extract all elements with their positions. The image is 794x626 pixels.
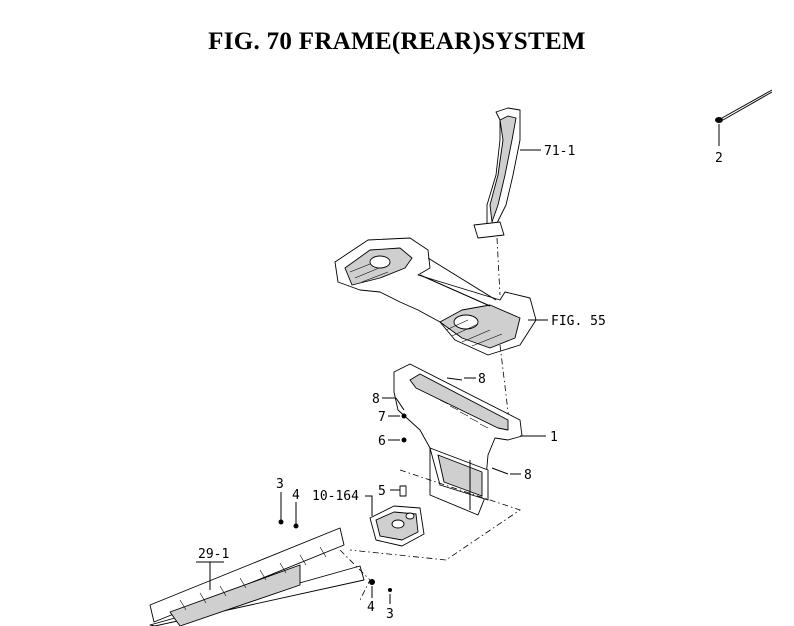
callout-7: 7 (378, 410, 386, 425)
callout-8-top: 8 (478, 372, 486, 387)
callout-29-1: 29-1 (198, 547, 229, 562)
part-1-bracket (349, 363, 546, 561)
part-71-1-post (473, 107, 541, 296)
callout-3-bottom: 3 (386, 607, 394, 622)
callout-2: 2 (715, 151, 723, 166)
callout-5: 5 (378, 484, 386, 499)
part-29-1-rail (149, 527, 371, 626)
fasteners-group (382, 377, 521, 497)
figure-title: FIG. 70 FRAME(REAR)SYSTEM (208, 28, 586, 55)
part-10-164-block (365, 495, 425, 547)
callout-fig-55: FIG. 55 (551, 314, 606, 329)
callout-6: 6 (378, 434, 386, 449)
callout-8-right: 8 (524, 468, 532, 483)
callout-4-top: 4 (292, 488, 300, 503)
callout-1: 1 (550, 430, 558, 445)
callout-8-left: 8 (372, 392, 380, 407)
frame-crossmember-assembly (334, 237, 548, 429)
part-2-antenna (715, 89, 773, 146)
callout-3-top: 3 (276, 477, 284, 492)
bolts-3-4 (278, 492, 392, 604)
callout-4-bottom: 4 (367, 600, 375, 615)
callout-10-164: 10-164 (312, 489, 359, 504)
callout-71-1: 71-1 (544, 144, 575, 159)
